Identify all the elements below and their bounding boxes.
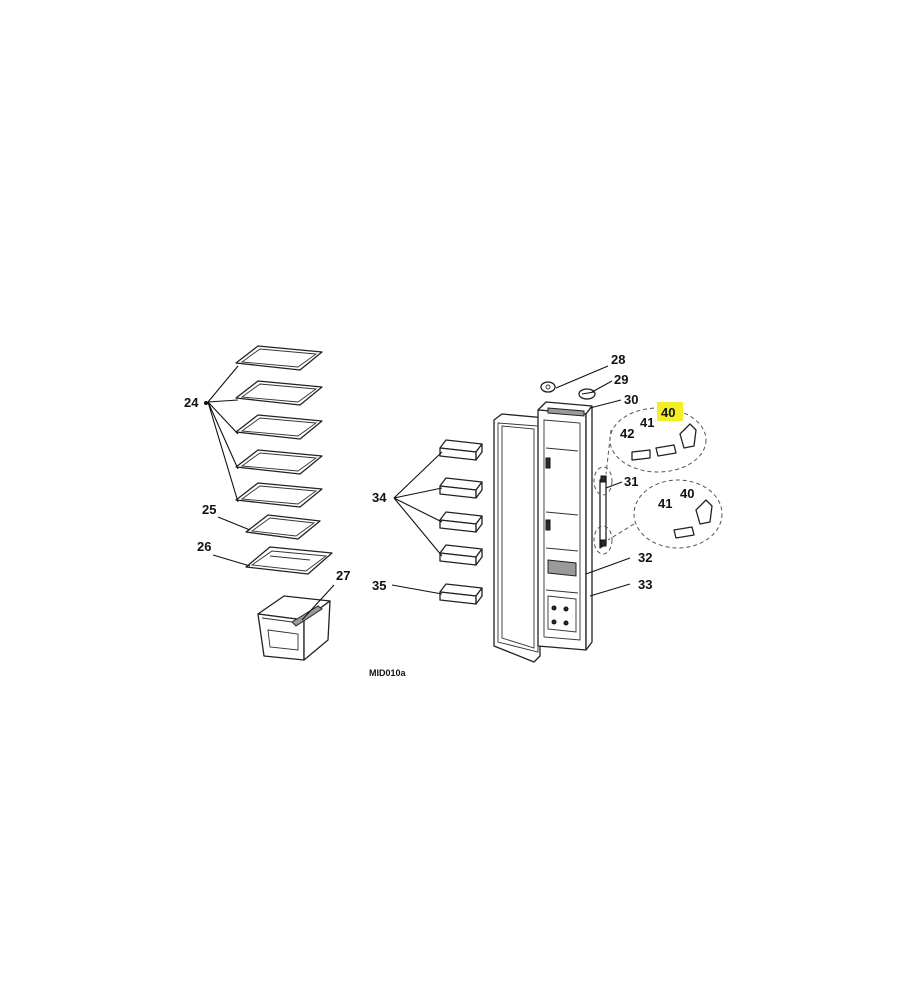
door-bin-34-3 — [439, 511, 483, 533]
callout-24: 24 — [184, 395, 199, 410]
callout-31: 31 — [624, 474, 638, 489]
callout-41-top: 41 — [640, 415, 654, 430]
hinge-pin-29 — [578, 388, 596, 400]
hinge-bushing-28 — [540, 381, 556, 393]
door-panel — [537, 401, 593, 651]
door-bin-34-4 — [439, 544, 483, 566]
callout-27: 27 — [336, 568, 350, 583]
part-40-bottom — [695, 499, 713, 525]
glass-shelf-25 — [245, 514, 321, 540]
callout-42: 42 — [620, 426, 634, 441]
callout-33: 33 — [638, 577, 652, 592]
glass-shelf-3 — [235, 414, 323, 440]
door-bin-35 — [439, 583, 483, 605]
callout-24-dot — [204, 401, 208, 405]
part-41-bottom — [673, 526, 695, 539]
part-42 — [631, 449, 651, 461]
part-41-top — [655, 444, 677, 457]
callout-34: 34 — [372, 490, 387, 505]
handle-end-lower-zoom — [593, 525, 613, 555]
callout-40-bottom: 40 — [680, 486, 694, 501]
callout-labels: 24 25 26 27 28 29 30 31 32 33 34 35 40 4… — [184, 352, 694, 593]
callout-40-top: 40 — [661, 405, 675, 420]
glass-shelf-4 — [235, 449, 323, 475]
diagram-code: MID010a — [369, 668, 407, 678]
glass-shelf-5 — [235, 482, 323, 508]
leader-lines — [207, 365, 631, 621]
door-bin-34-1 — [439, 439, 483, 461]
part-40-top — [679, 423, 697, 449]
callout-35: 35 — [372, 578, 386, 593]
callout-30: 30 — [624, 392, 638, 407]
crisper-cover-26 — [245, 546, 333, 575]
callout-28: 28 — [611, 352, 625, 367]
glass-shelf-2 — [235, 380, 323, 406]
glass-shelf-1 — [235, 345, 323, 371]
door-handle-31 — [599, 475, 607, 549]
crisper-drawer-27 — [257, 595, 331, 661]
callout-41-bottom: 41 — [658, 496, 672, 511]
door-bin-34-2 — [439, 477, 483, 499]
handle-end-upper-zoom — [593, 466, 613, 496]
detail-circle-bottom — [607, 479, 723, 549]
callout-26: 26 — [197, 539, 211, 554]
callout-32: 32 — [638, 550, 652, 565]
callout-29: 29 — [614, 372, 628, 387]
highlight-40 — [657, 402, 683, 421]
detail-circle-top — [605, 407, 707, 475]
callout-25: 25 — [202, 502, 216, 517]
